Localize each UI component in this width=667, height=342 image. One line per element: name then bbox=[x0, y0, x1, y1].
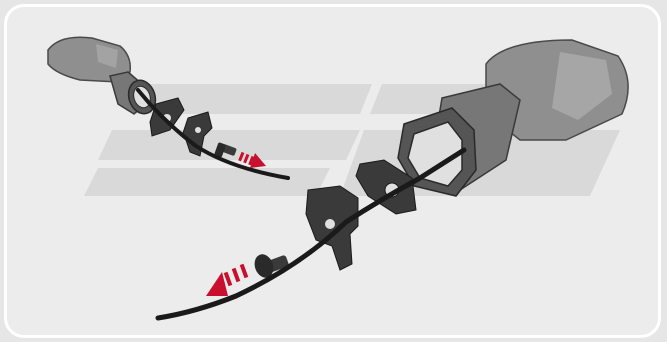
large-direction-arrow-icon bbox=[206, 263, 249, 296]
large-bracket-icon bbox=[305, 185, 359, 271]
small-indicator-icon bbox=[47, 36, 157, 115]
large-wire-icon bbox=[155, 147, 467, 321]
diagram-frame bbox=[4, 4, 661, 338]
small-direction-arrow-icon bbox=[238, 151, 266, 168]
small-mount-plate-icon bbox=[149, 97, 185, 137]
small-bolt-icon bbox=[214, 142, 237, 158]
small-wire-icon bbox=[136, 88, 290, 180]
assembly-diagram bbox=[47, 36, 629, 321]
